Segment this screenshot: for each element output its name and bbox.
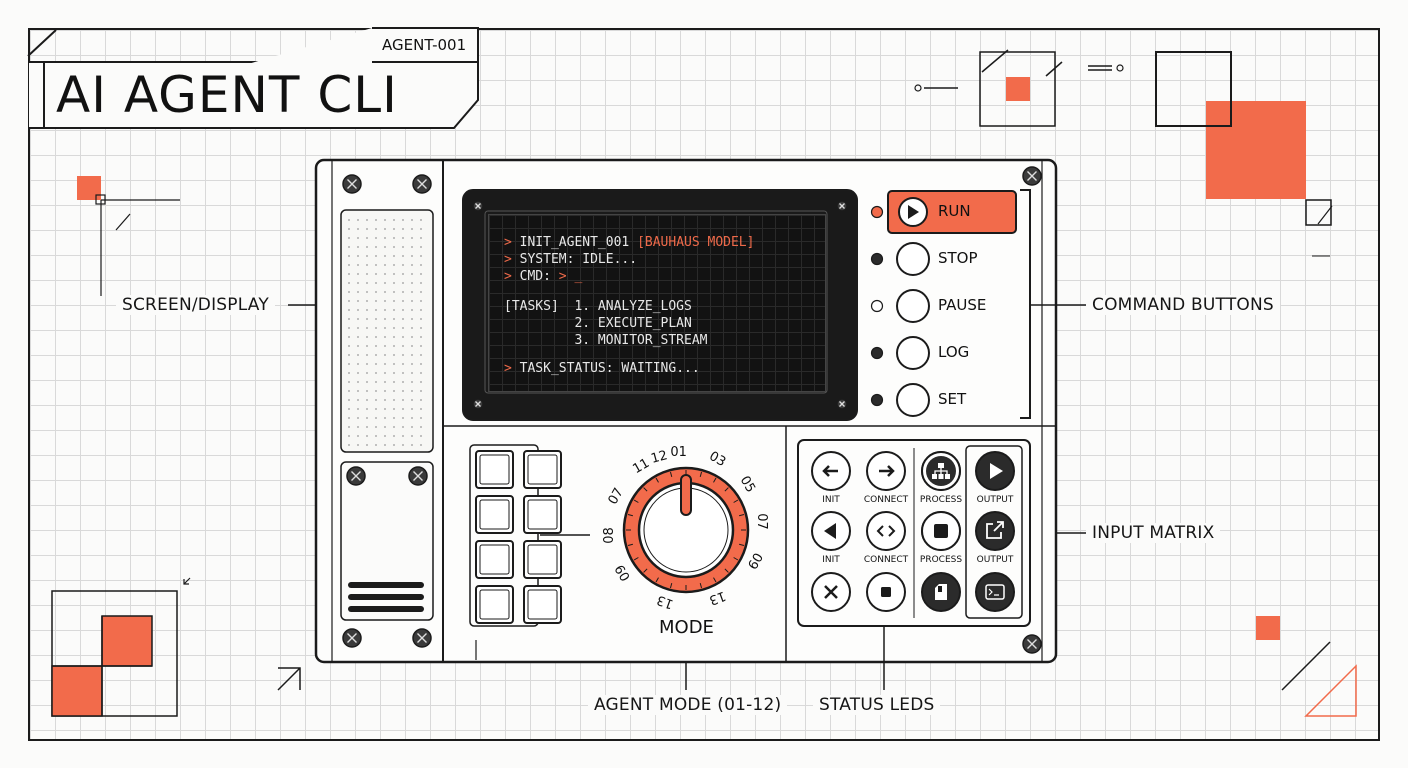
keypad-key[interactable] (475, 495, 514, 534)
prompt-glyph: > (504, 269, 520, 284)
prompt-glyph: > (504, 252, 520, 267)
callout-status-leds: STATUS LEDS (813, 695, 941, 715)
keypad-key[interactable] (475, 450, 514, 489)
matrix-label: CONNECT (863, 495, 909, 505)
keypad-key[interactable] (523, 495, 562, 534)
terminal-text: TASK_STATUS: WAITING... (519, 361, 700, 376)
screw-icon (346, 466, 366, 486)
external-link-icon (986, 521, 1004, 539)
command-button-knob[interactable] (896, 289, 930, 323)
matrix-label: PROCESS (919, 555, 963, 565)
status-led (870, 393, 884, 407)
code-brackets-icon (876, 525, 896, 537)
command-button-knob[interactable] (896, 336, 930, 370)
screw-icon (1022, 166, 1042, 186)
command-button-knob[interactable] (896, 242, 930, 276)
command-button-pause[interactable]: PAUSE (938, 296, 987, 314)
callout-agent-mode: AGENT MODE (01-12) (588, 695, 788, 715)
command-button-knob[interactable] (896, 383, 930, 417)
page-title: AI AGENT CLI (56, 66, 398, 124)
callout-command-buttons: COMMAND BUTTONS (1086, 295, 1280, 315)
triangle-left-icon (824, 523, 836, 539)
command-button-run[interactable]: RUN (938, 202, 971, 220)
terminal-highlight: > _ (558, 269, 583, 284)
stop-small-icon (881, 587, 891, 597)
status-led (870, 346, 884, 360)
play-icon (908, 205, 919, 219)
callout-screen-display: SCREEN/DISPLAY (116, 295, 275, 315)
screw-icon (1022, 634, 1042, 654)
terminal-text: SYSTEM: IDLE... (519, 252, 638, 267)
matrix-label: INIT (822, 495, 840, 505)
arrow-right-icon (879, 465, 895, 477)
file-icon (935, 584, 947, 600)
terminal-text: [TASKS] 1. ANALYZE_LOGS (504, 299, 692, 314)
terminal-text: INIT_AGENT_001 (519, 235, 638, 250)
arrow-left-icon (822, 465, 838, 477)
status-led (870, 299, 884, 313)
screw-icon (472, 398, 484, 410)
screw-icon (412, 174, 432, 194)
callout-input-matrix: INPUT MATRIX (1086, 523, 1221, 543)
terminal-text: CMD: (519, 269, 559, 284)
keypad-key[interactable] (475, 540, 514, 579)
terminal-line: > INIT_AGENT_001 [BAUHAUS MODEL] (504, 235, 754, 250)
dial-number: 01 (670, 445, 687, 461)
screw-icon (408, 466, 428, 486)
matrix-button[interactable] (866, 511, 906, 551)
matrix-label: PROCESS (919, 495, 963, 505)
terminal-line: > SYSTEM: IDLE... (504, 252, 637, 267)
terminal-line: > TASK_STATUS: WAITING... (504, 361, 700, 376)
command-button-set[interactable]: SET (938, 390, 967, 408)
dial-number: 07 (753, 513, 769, 531)
keypad-key[interactable] (523, 585, 562, 624)
status-led (870, 205, 884, 219)
terminal-line: 3. MONITOR_STREAM (504, 333, 708, 348)
screw-icon (342, 628, 362, 648)
play-icon (990, 463, 1003, 479)
terminal-screen: > INIT_AGENT_001 [BAUHAUS MODEL]> SYSTEM… (488, 214, 826, 392)
command-button-log[interactable]: LOG (938, 343, 970, 361)
terminal-line: 2. EXECUTE_PLAN (504, 316, 692, 331)
matrix-label: OUTPUT (976, 555, 1014, 565)
matrix-button[interactable] (975, 572, 1015, 612)
stop-icon (934, 524, 948, 538)
close-icon (824, 585, 838, 599)
dial-number: 08 (602, 526, 618, 544)
matrix-label: OUTPUT (976, 495, 1014, 505)
terminal-line: [TASKS] 1. ANALYZE_LOGS (504, 299, 692, 314)
keypad-key[interactable] (523, 450, 562, 489)
matrix-label: INIT (822, 555, 840, 565)
matrix-label: CONNECT (863, 555, 909, 565)
mode-label: MODE (659, 617, 714, 638)
screw-icon (836, 398, 848, 410)
screw-icon (342, 174, 362, 194)
screw-icon (412, 628, 432, 648)
keypad-key[interactable] (475, 585, 514, 624)
terminal-text: 3. MONITOR_STREAM (504, 333, 708, 348)
status-led (870, 252, 884, 266)
screw-icon (472, 200, 484, 212)
agent-id-tag: AGENT-001 (382, 36, 467, 54)
screw-icon (836, 200, 848, 212)
command-button-stop[interactable]: STOP (938, 249, 978, 267)
terminal-icon (985, 584, 1005, 600)
prompt-glyph: > (504, 235, 520, 250)
network-icon (932, 463, 950, 479)
prompt-glyph: > (504, 361, 520, 376)
terminal-highlight: [BAUHAUS MODEL] (637, 235, 755, 250)
terminal-line: > CMD: > _ (504, 269, 582, 284)
terminal-text: 2. EXECUTE_PLAN (504, 316, 692, 331)
keypad-key[interactable] (523, 540, 562, 579)
